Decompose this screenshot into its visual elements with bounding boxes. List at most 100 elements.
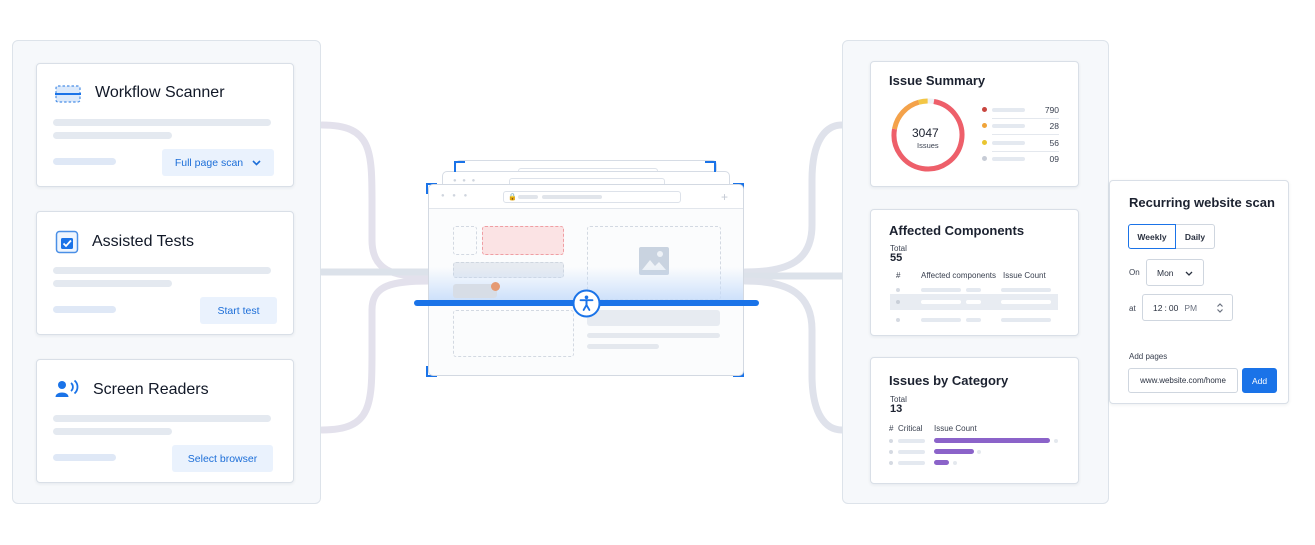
placeholder-line: [53, 267, 271, 274]
full-page-scan-label: Full page scan: [174, 156, 244, 169]
skeleton-bar: [587, 344, 659, 349]
daily-tab[interactable]: Daily: [1176, 224, 1215, 249]
screen-reader-icon: [55, 379, 81, 404]
row-bar: [898, 461, 925, 465]
legend-value: 790: [1044, 105, 1059, 115]
start-test-label: Start test: [217, 304, 260, 317]
address-placeholder: [542, 195, 602, 199]
row-bar: [898, 450, 925, 454]
assisted-tests-card[interactable]: Assisted Tests Start test: [36, 211, 294, 335]
issue-total: 3047: [912, 126, 939, 140]
workflow-scanner-card[interactable]: Workflow Scanner Full page scan: [36, 63, 294, 187]
affected-components-card: Affected Components Total 55 # Affected …: [870, 209, 1079, 336]
row-bar: [898, 439, 925, 443]
address-placeholder: [518, 195, 538, 199]
affected-total: 55: [890, 252, 903, 264]
row-bar: [1001, 288, 1051, 292]
legend-dot: [982, 156, 987, 161]
browser-window-front: ● ● ● 🔒 +: [428, 184, 744, 376]
error-highlight-block: [482, 226, 564, 255]
placeholder-line: [53, 454, 116, 461]
issue-summary-title: Issue Summary: [889, 73, 986, 88]
full-page-scan-button[interactable]: Full page scan: [162, 149, 274, 176]
day-select[interactable]: Mon: [1146, 259, 1204, 286]
weekly-tab[interactable]: Weekly: [1128, 224, 1176, 249]
url-input[interactable]: www.website.com/home: [1128, 368, 1238, 393]
table-row: [871, 284, 1080, 296]
day-select-value: Mon: [1157, 267, 1174, 278]
issue-total-label: Issues: [917, 141, 939, 150]
row-bar: [1001, 300, 1051, 304]
daily-tab-label: Daily: [1184, 231, 1206, 242]
row-dot: [896, 300, 900, 304]
add-button-label: Add: [1251, 375, 1268, 386]
time-ampm: PM: [1184, 302, 1198, 313]
skeleton-block: [453, 310, 574, 357]
row-dot: [889, 461, 893, 465]
chevron-down-icon: [252, 157, 261, 169]
table-row: [871, 314, 1080, 326]
legend-value: 56: [1049, 138, 1059, 148]
start-test-button[interactable]: Start test: [200, 297, 277, 324]
row-dot: [896, 288, 900, 292]
category-row: [871, 437, 1080, 445]
add-button[interactable]: Add: [1242, 368, 1277, 393]
placeholder-line: [53, 132, 172, 139]
affected-total-label: Total: [890, 244, 907, 253]
issue-summary-card: Issue Summary 3047 Issues 790 28 56 09: [870, 61, 1079, 187]
column-header-issue-count: Issue Count: [934, 424, 977, 433]
time-input[interactable]: 12 : 00 PM: [1142, 294, 1233, 321]
skeleton-bar: [587, 310, 720, 326]
column-header-number: #: [889, 424, 894, 433]
column-header-number: #: [896, 271, 901, 280]
time-separator: :: [1164, 302, 1167, 313]
skeleton-square: [453, 226, 477, 255]
scan-pointer-dot: [491, 282, 500, 291]
chevron-down-icon: [1185, 268, 1193, 278]
category-row: [871, 459, 1080, 467]
issue-count-bar: [934, 438, 1050, 443]
select-browser-button[interactable]: Select browser: [172, 445, 273, 472]
legend-value: 09: [1049, 154, 1059, 164]
issues-by-category-card: Issues by Category Total 13 # Critical I…: [870, 357, 1079, 484]
placeholder-line: [53, 158, 116, 165]
row-dot: [977, 450, 981, 454]
placeholder-line: [53, 428, 172, 435]
skeleton-bar: [587, 333, 720, 338]
column-header-components: Affected components: [921, 271, 997, 280]
on-label: On: [1129, 268, 1140, 277]
affected-components-title: Affected Components: [889, 223, 1025, 238]
window-dots: ● ● ●: [441, 193, 471, 199]
legend-bar: [992, 157, 1025, 161]
workflow-scanner-title: Workflow Scanner: [95, 84, 225, 101]
legend-bar: [992, 108, 1025, 112]
column-header-issue-count: Issue Count: [1003, 271, 1046, 280]
add-pages-label: Add pages: [1129, 352, 1168, 361]
legend-bar: [992, 141, 1025, 145]
assisted-tests-title: Assisted Tests: [92, 233, 194, 250]
select-browser-label: Select browser: [187, 452, 258, 465]
row-dot: [953, 461, 957, 465]
row-dot: [1054, 439, 1058, 443]
stepper-icon[interactable]: [1216, 302, 1224, 316]
legend-divider: [992, 118, 1059, 119]
legend-value: 28: [1049, 121, 1059, 131]
legend-dot: [982, 140, 987, 145]
legend-bar: [992, 124, 1025, 128]
lock-icon: 🔒: [508, 194, 517, 201]
issue-count-bar: [934, 449, 974, 454]
scanner-icon: [55, 85, 81, 108]
placeholder-line: [53, 280, 172, 287]
address-bar: 🔒: [503, 191, 681, 203]
row-dot: [889, 450, 893, 454]
checkbox-icon: [55, 230, 79, 259]
placeholder-line: [53, 306, 116, 313]
row-dot: [896, 318, 900, 322]
url-input-value: www.website.com/home: [1140, 376, 1226, 385]
plus-icon: +: [721, 190, 729, 204]
accessibility-icon[interactable]: [572, 289, 601, 323]
screen-readers-title: Screen Readers: [93, 381, 209, 398]
category-total-label: Total: [890, 395, 907, 404]
screen-readers-card[interactable]: Screen Readers Select browser: [36, 359, 294, 483]
